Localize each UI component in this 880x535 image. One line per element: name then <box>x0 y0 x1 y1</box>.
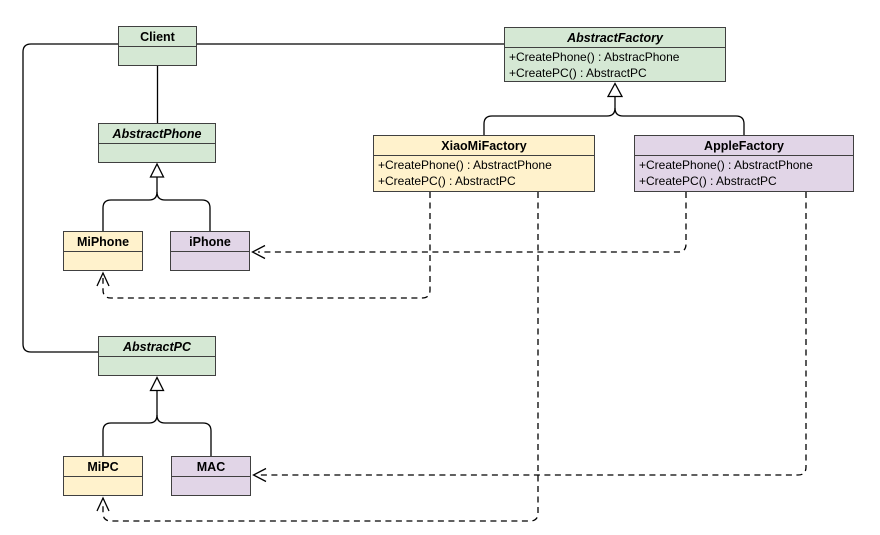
class-apple-factory: AppleFactory +CreatePhone() : AbstractPh… <box>634 135 854 192</box>
class-body-empty <box>172 477 250 495</box>
generalization-triangle-icon <box>606 82 624 98</box>
class-title: AbstractPhone <box>99 124 215 144</box>
open-arrowhead-icon <box>251 244 266 260</box>
class-title: MiPhone <box>64 232 142 252</box>
class-abstract-pc: AbstractPC <box>98 336 216 376</box>
class-iphone: iPhone <box>170 231 250 271</box>
class-methods: +CreatePhone() : AbstractPhone +CreatePC… <box>635 156 853 191</box>
edge-applefactory-iphone <box>251 192 687 260</box>
method-label: +CreatePC() : AbstractPC <box>509 65 647 80</box>
class-mac: MAC <box>171 456 251 496</box>
class-body-empty <box>64 252 142 270</box>
edge-applefactory-mac <box>252 192 807 483</box>
open-arrowhead-icon <box>96 496 110 512</box>
edge-pcs-generalization <box>102 376 212 456</box>
class-methods: +CreatePhone() : AbstractPhone +CreatePC… <box>374 156 594 191</box>
method-label: +CreatePC() : AbstractPC <box>378 173 516 188</box>
class-xiaomi-factory: XiaoMiFactory +CreatePhone() : AbstractP… <box>373 135 595 192</box>
class-methods: +CreatePhone() : AbstracPhone +CreatePC(… <box>505 48 725 81</box>
class-body-empty <box>64 477 142 495</box>
class-body-empty <box>99 357 215 375</box>
class-title: MAC <box>172 457 250 477</box>
class-miphone: MiPhone <box>63 231 143 271</box>
class-client: Client <box>118 26 197 66</box>
edge-client-abstractpc <box>22 43 118 353</box>
class-title: Client <box>119 27 196 47</box>
class-title: AppleFactory <box>635 136 853 156</box>
class-abstract-factory: AbstractFactory +CreatePhone() : Abstrac… <box>504 27 726 82</box>
class-title: XiaoMiFactory <box>374 136 594 156</box>
class-title: AbstractFactory <box>505 28 725 48</box>
method-label: +CreatePhone() : AbstractPhone <box>378 158 552 172</box>
edge-xiaomifactory-mipc <box>96 192 539 522</box>
class-title: AbstractPC <box>99 337 215 357</box>
method-label: +CreatePhone() : AbstracPhone <box>509 50 680 64</box>
method-label: +CreatePC() : AbstractPC <box>639 173 777 188</box>
edge-phones-generalization <box>102 162 211 231</box>
class-body-empty <box>99 144 215 162</box>
class-title: iPhone <box>171 232 249 252</box>
class-body-empty <box>119 47 196 65</box>
generalization-triangle-icon <box>149 162 165 178</box>
edge-xiaomifactory-miphone <box>96 192 431 299</box>
edge-factories-generalization <box>483 82 745 135</box>
method-label: +CreatePhone() : AbstractPhone <box>639 158 813 172</box>
class-abstract-phone: AbstractPhone <box>98 123 216 163</box>
class-mipc: MiPC <box>63 456 143 496</box>
generalization-triangle-icon <box>149 376 165 392</box>
open-arrowhead-icon <box>96 271 110 287</box>
class-body-empty <box>171 252 249 270</box>
open-arrowhead-icon <box>252 467 267 483</box>
class-title: MiPC <box>64 457 142 477</box>
